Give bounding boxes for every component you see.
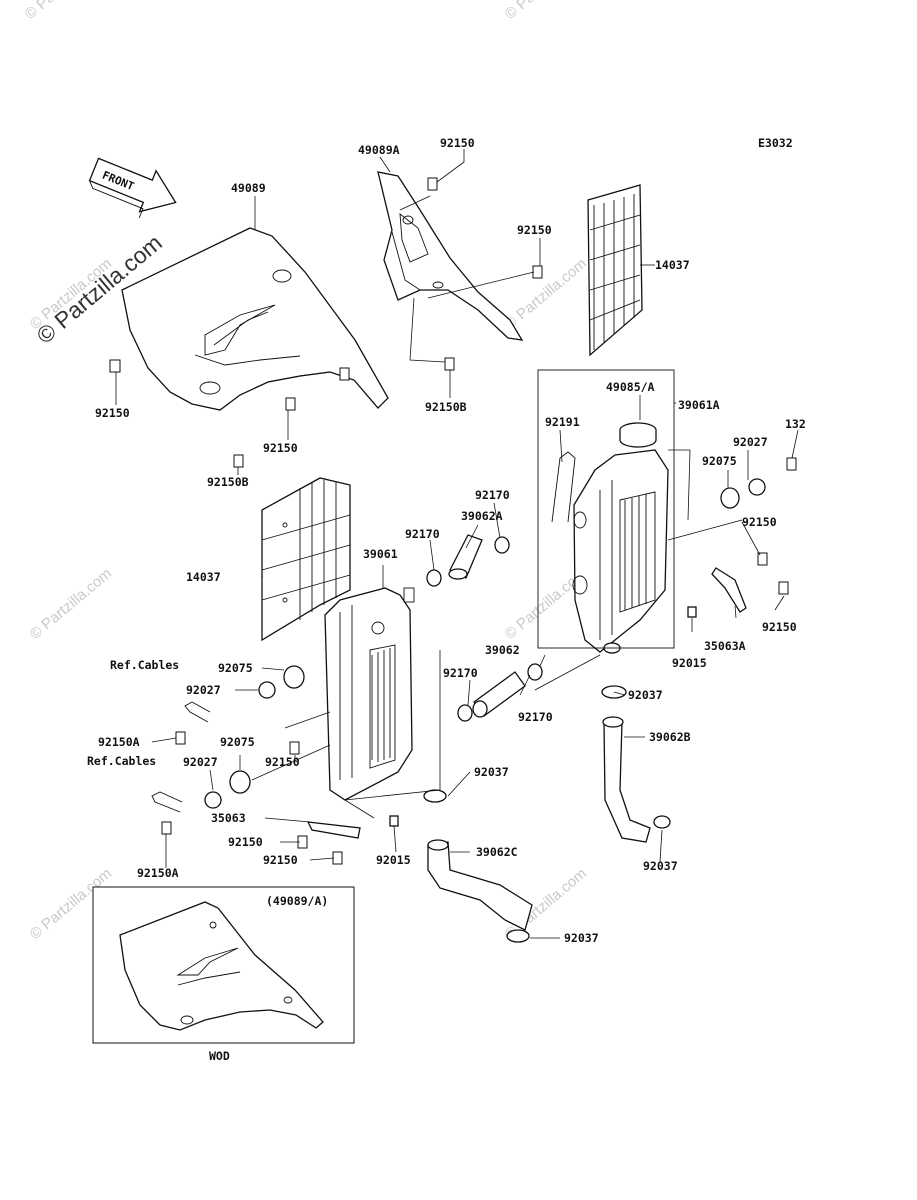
callout-35063: 35063: [211, 811, 246, 825]
callout-92150: 92150: [440, 136, 475, 150]
radiator-guard-right: [587, 184, 643, 357]
callout-92027: 92027: [733, 435, 768, 449]
callout-92150: 92150: [517, 223, 552, 237]
callout-92037: 92037: [564, 931, 599, 945]
callout-39062c: 39062C: [476, 845, 518, 859]
watermark: © Partzilla.com: [27, 565, 115, 643]
inset-caption: WOD: [209, 1049, 230, 1063]
callout-39062b: 39062B: [649, 730, 691, 744]
callout-39061a: 39061A: [678, 398, 720, 412]
callout-92170: 92170: [443, 666, 478, 680]
callout-39062a: 39062A: [461, 509, 503, 523]
callout-49089a: 49089A: [358, 143, 400, 157]
callout-92037: 92037: [643, 859, 678, 873]
callout-92150b: 92150B: [425, 400, 467, 414]
cable-clip: [151, 791, 183, 813]
callout-35063a: 35063A: [704, 639, 746, 653]
hose-39062b: [602, 716, 651, 843]
cable-clip: [184, 701, 211, 723]
watermark: © Partzilla.com: [22, 0, 110, 23]
callout-49085: 49085/A: [606, 380, 655, 394]
callout-92037: 92037: [474, 765, 509, 779]
ref-cables-note: Ref.Cables: [87, 754, 156, 768]
inset-title: (49089/A): [266, 894, 328, 908]
callout-92015: 92015: [376, 853, 411, 867]
callout-92027: 92027: [186, 683, 221, 697]
callout-92170: 92170: [518, 710, 553, 724]
ref-cables-note: Ref.Cables: [110, 658, 179, 672]
callout-92150: 92150: [762, 620, 797, 634]
bracket-35063a: [711, 567, 747, 613]
nut-92015: [687, 606, 697, 618]
callout-92170: 92170: [475, 488, 510, 502]
callout-92150: 92150: [742, 515, 777, 529]
radiator-guard-left: [261, 477, 351, 642]
callout-39061: 39061: [363, 547, 398, 561]
callout-92015: 92015: [672, 656, 707, 670]
callout-92150: 92150: [263, 441, 298, 455]
callout-92150a: 92150A: [98, 735, 140, 749]
side-plate: [377, 171, 524, 341]
watermark: © Partzilla.com: [502, 0, 590, 23]
callout-39062: 39062: [485, 643, 520, 657]
callout-92075: 92075: [702, 454, 737, 468]
bracket-35063: [306, 821, 361, 839]
callout-92075: 92075: [220, 735, 255, 749]
callout-92150: 92150: [263, 853, 298, 867]
callouts: 49089 49089A 92150 92150 14037 92150 921…: [87, 136, 806, 945]
callout-132: 132: [785, 417, 806, 431]
grommets: [204, 478, 766, 809]
hose-39062c: [427, 839, 533, 931]
radiator-shroud: [121, 227, 389, 411]
breather-tube: [551, 451, 576, 523]
callout-92150: 92150: [228, 835, 263, 849]
callout-92150a: 92150A: [137, 866, 179, 880]
callout-92027: 92027: [183, 755, 218, 769]
radiator-cap: [619, 422, 657, 448]
hose-39062a: [448, 534, 483, 580]
inset-variant-box: (49089/A): [92, 886, 355, 1044]
leader-lines: [115, 149, 799, 939]
callout-92037: 92037: [628, 688, 663, 702]
radiator-left: [324, 587, 415, 801]
callout-14037: 14037: [655, 258, 690, 272]
diagram-code: E3032: [758, 136, 793, 150]
group-frame: [537, 369, 675, 649]
callout-92150: 92150: [95, 406, 130, 420]
nut-92015: [389, 815, 399, 827]
bolts: [109, 177, 797, 865]
radiator-right: [572, 449, 669, 654]
hose-clamps: [423, 536, 671, 943]
front-arrow-icon: FRONT: [88, 157, 177, 219]
callout-49089: 49089: [231, 181, 266, 195]
callout-14037: 14037: [186, 570, 221, 584]
callout-92075: 92075: [218, 661, 253, 675]
callout-92150: 92150: [265, 755, 300, 769]
callout-92150b: 92150B: [207, 475, 249, 489]
hose-39062: [472, 671, 526, 718]
watermarks: © Partzilla.com © Partzilla.com © Partzi…: [22, 0, 590, 943]
watermark: © Partzilla.com: [502, 255, 590, 333]
callout-92170: 92170: [405, 527, 440, 541]
callout-92191: 92191: [545, 415, 580, 429]
